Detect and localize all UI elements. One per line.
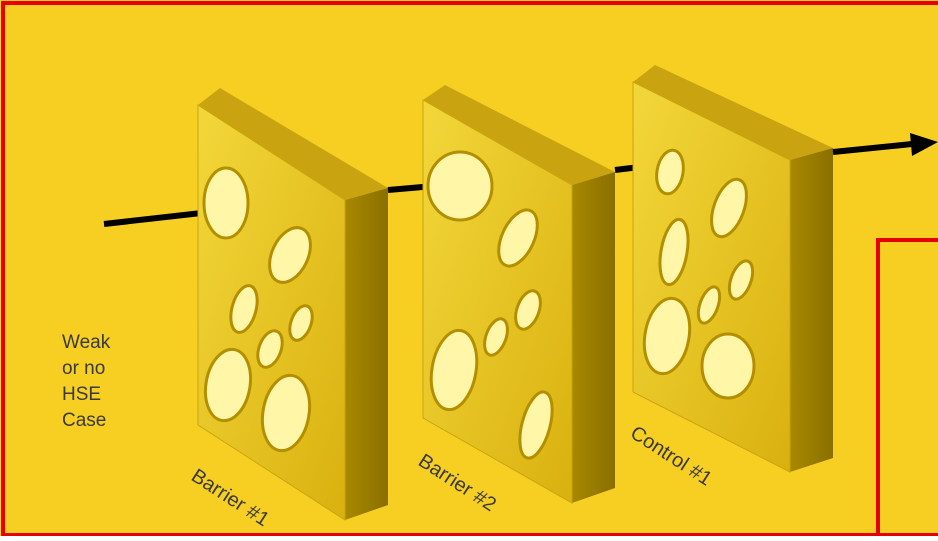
block-side bbox=[345, 188, 388, 520]
side-text-line: Weak bbox=[62, 330, 110, 356]
block-side bbox=[572, 172, 615, 503]
side-text-line: HSE bbox=[62, 382, 110, 408]
weak-hse-case-text: Weak or no HSE Case bbox=[62, 330, 110, 434]
block-side bbox=[790, 148, 833, 472]
side-text-line: or no bbox=[62, 356, 110, 382]
side-text-line: Case bbox=[62, 408, 110, 434]
